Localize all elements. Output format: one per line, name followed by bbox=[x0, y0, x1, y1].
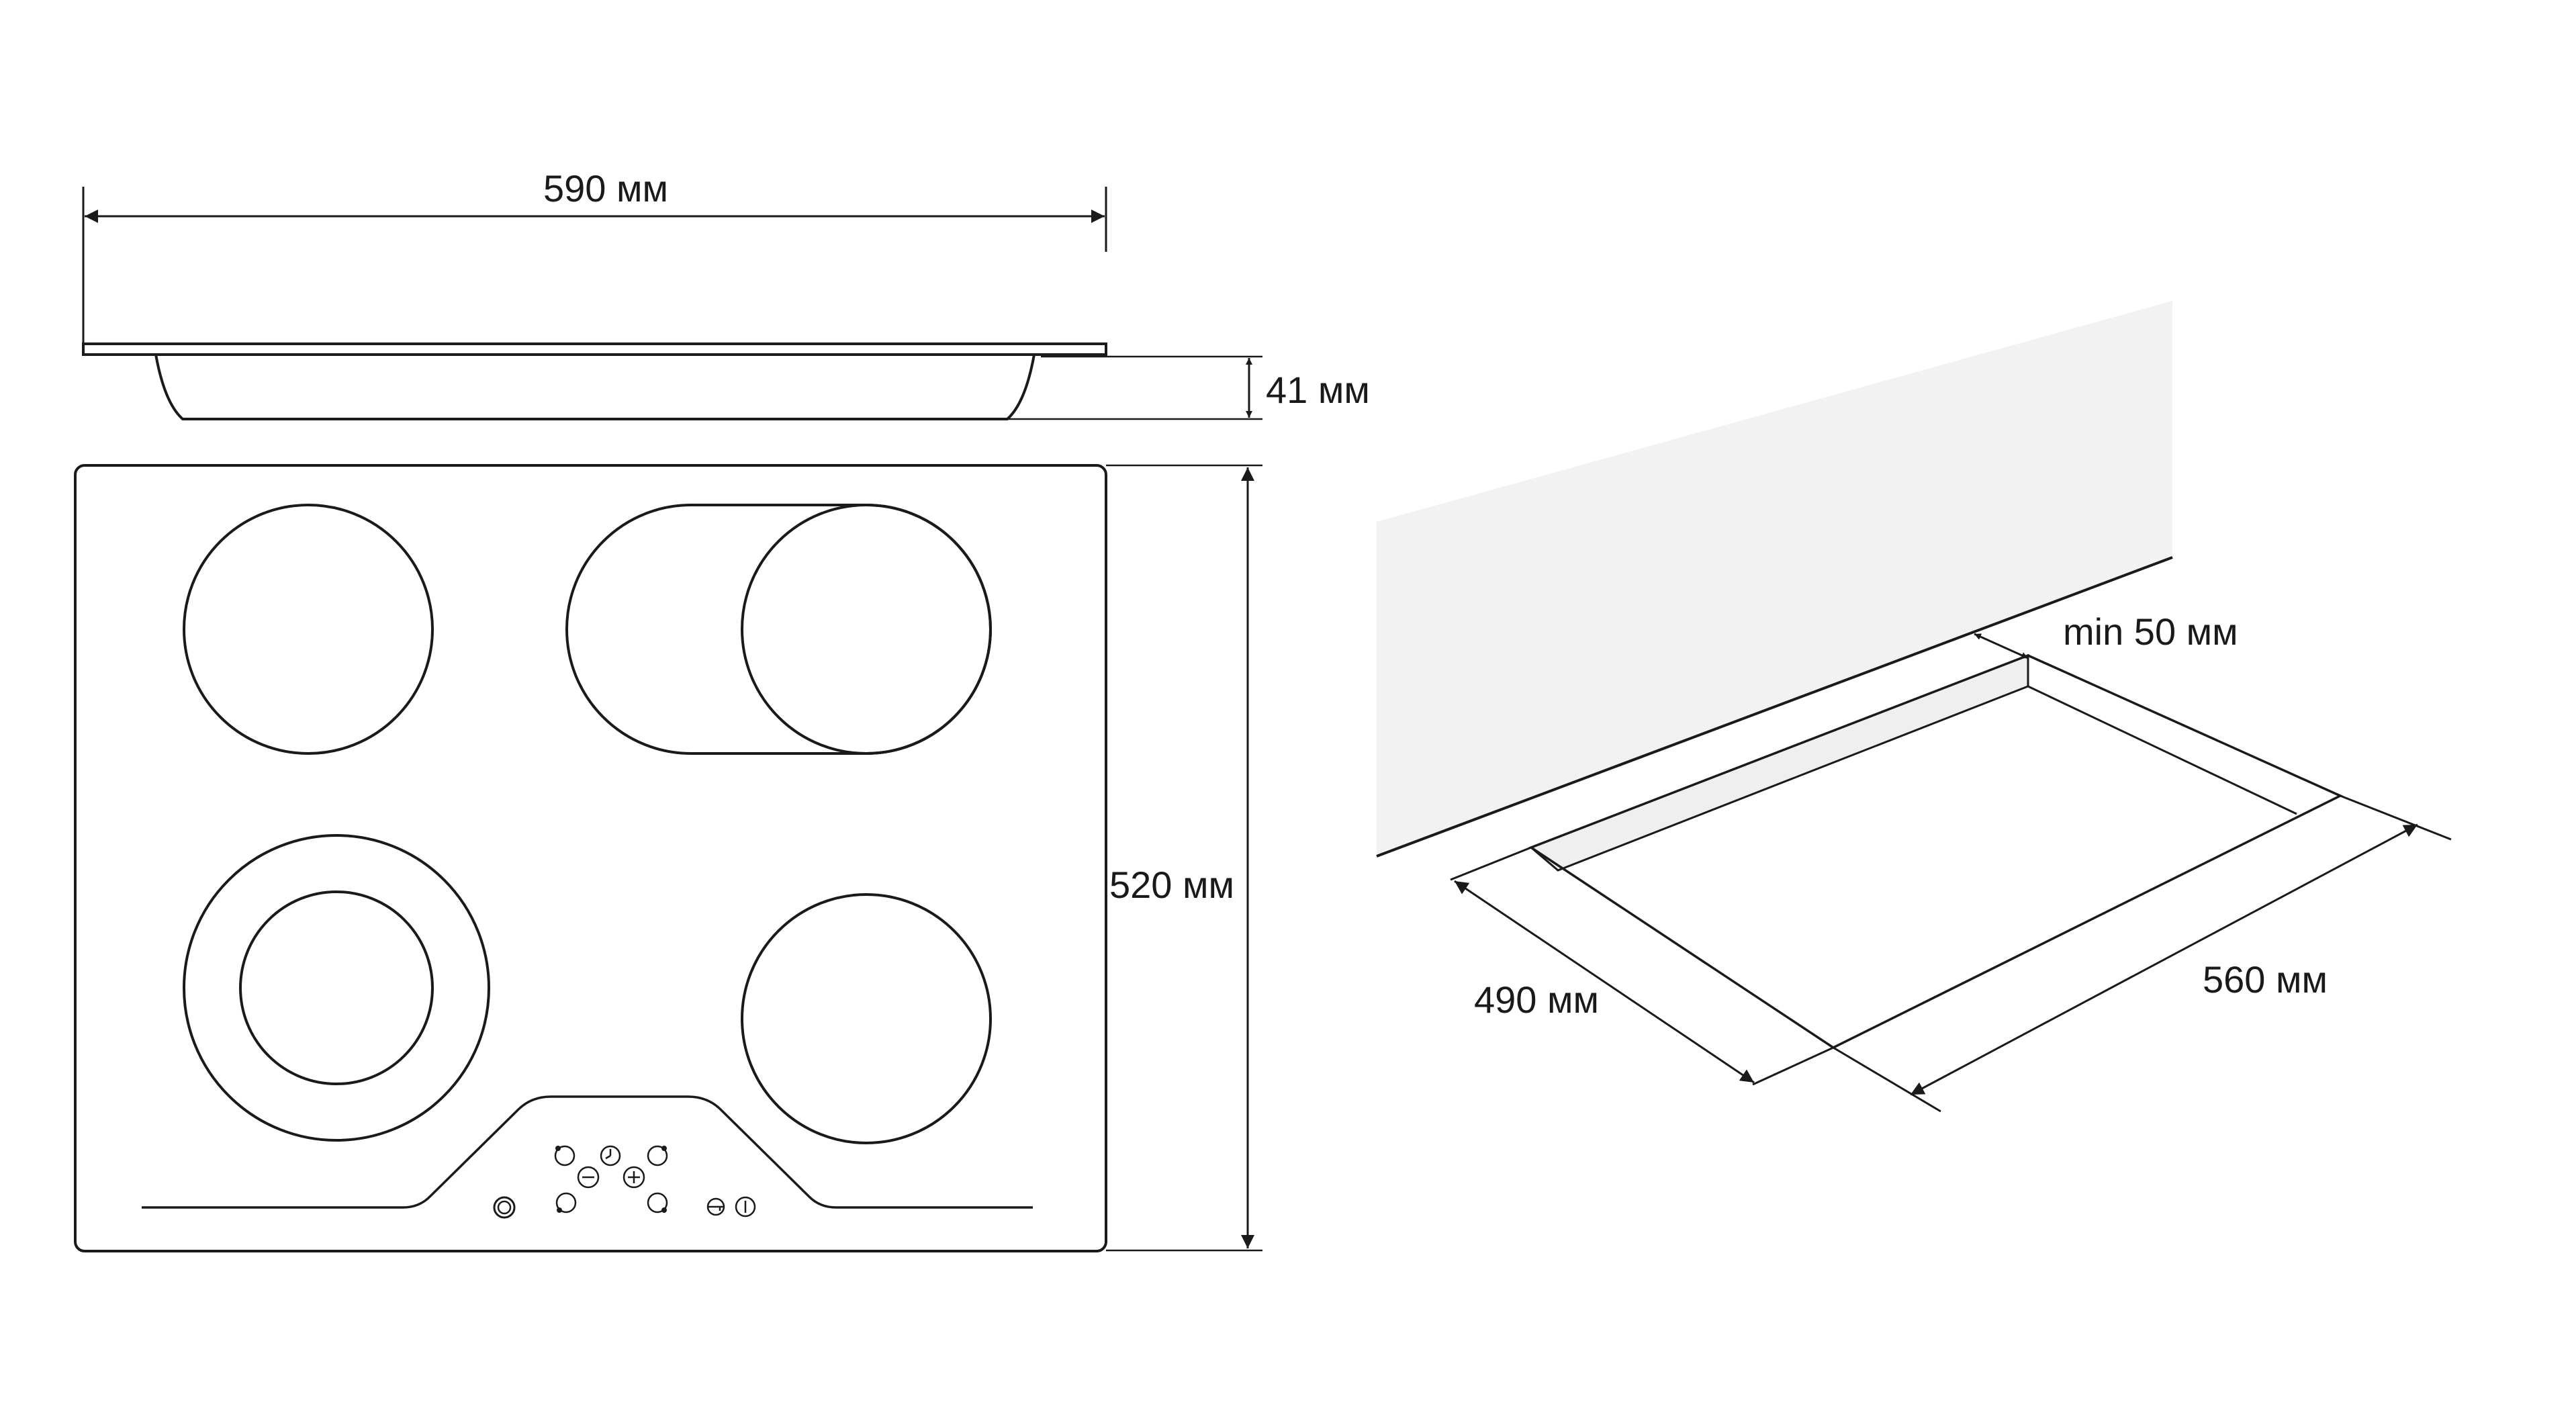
timer-icon[interactable] bbox=[600, 1145, 621, 1166]
side-view: 590 мм 41 мм bbox=[82, 167, 1370, 420]
cutout-width-label: 560 мм bbox=[2203, 958, 2328, 1001]
depth-dimension-label: 520 мм bbox=[1109, 864, 1234, 906]
control-icons bbox=[493, 1145, 756, 1219]
min-gap-label: min 50 мм bbox=[2063, 610, 2238, 653]
cutout-view: 490 мм 560 мм min 50 мм bbox=[1376, 301, 2452, 1113]
cutout-width-dimension-line bbox=[1910, 823, 2418, 1096]
cutout-depth-label: 490 мм bbox=[1474, 978, 1599, 1021]
plus-icon[interactable] bbox=[623, 1166, 645, 1189]
cutout-inner-edge bbox=[2027, 685, 2297, 815]
zone-select-icon[interactable] bbox=[554, 1145, 668, 1213]
depth-label-backdrop bbox=[1108, 860, 1242, 907]
glass-top-side bbox=[82, 342, 1107, 356]
lock-icon[interactable] bbox=[706, 1197, 725, 1216]
power-icon[interactable] bbox=[493, 1196, 516, 1219]
height-dimension-label: 41 мм bbox=[1266, 369, 1370, 411]
hob-outline-top bbox=[74, 464, 1107, 1252]
min-gap-dimension-line bbox=[1974, 633, 2029, 659]
hob-body-side bbox=[154, 354, 1036, 420]
cutout-width-ext-left bbox=[1833, 1046, 1941, 1113]
booster-icon[interactable] bbox=[735, 1196, 756, 1218]
zone-dual-inner-ring bbox=[239, 890, 434, 1085]
wall-base-line bbox=[1376, 556, 2173, 858]
cutout-depth-dimension-line bbox=[1454, 880, 1755, 1084]
control-panel-outline bbox=[142, 1095, 1033, 1209]
cutout-depth-ext-bottom bbox=[1752, 1046, 1834, 1086]
top-view: 520 мм bbox=[74, 464, 1262, 1252]
wall-panel bbox=[1377, 301, 2172, 856]
cutout-depth-ext-top bbox=[1450, 846, 1532, 881]
minus-icon[interactable] bbox=[577, 1166, 600, 1189]
cutout-width-ext-right bbox=[2340, 794, 2452, 841]
zone-top-left bbox=[183, 504, 434, 755]
width-dimension-label: 590 мм bbox=[543, 167, 668, 210]
zone-oval-inner-circle bbox=[741, 504, 992, 755]
zone-bottom-right bbox=[741, 893, 992, 1144]
zone-dual-outer-ring bbox=[183, 834, 490, 1142]
